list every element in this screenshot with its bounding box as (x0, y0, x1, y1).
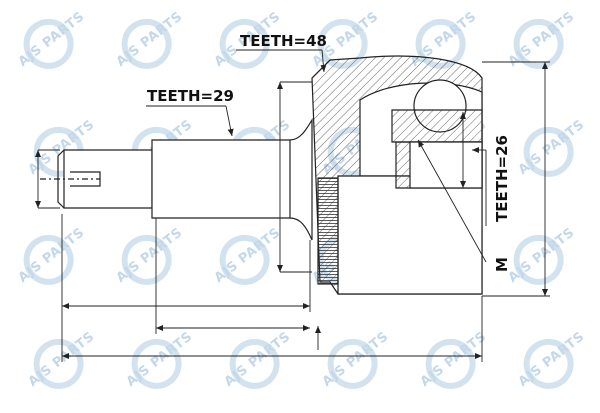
abs-ring (317, 177, 339, 285)
label-teeth-shaft: TEETH=29 (147, 87, 234, 105)
label-teeth-inner: TEETH=26 (493, 135, 511, 222)
bell-lower-body (337, 175, 483, 295)
ball-cage (391, 109, 483, 143)
label-thread: M (493, 257, 511, 272)
shaft-neck (289, 117, 313, 241)
inner-race-bore (409, 141, 483, 189)
splined-shaft (151, 139, 291, 219)
dimension-lines (35, 49, 550, 362)
labels: TEETH=48 TEETH=29 TEETH=26 M (147, 32, 511, 272)
cv-joint-diagram: TEETH=48 TEETH=29 TEETH=26 M (35, 32, 550, 362)
label-teeth-outer: TEETH=48 (240, 32, 327, 50)
joint-outline (40, 55, 483, 295)
